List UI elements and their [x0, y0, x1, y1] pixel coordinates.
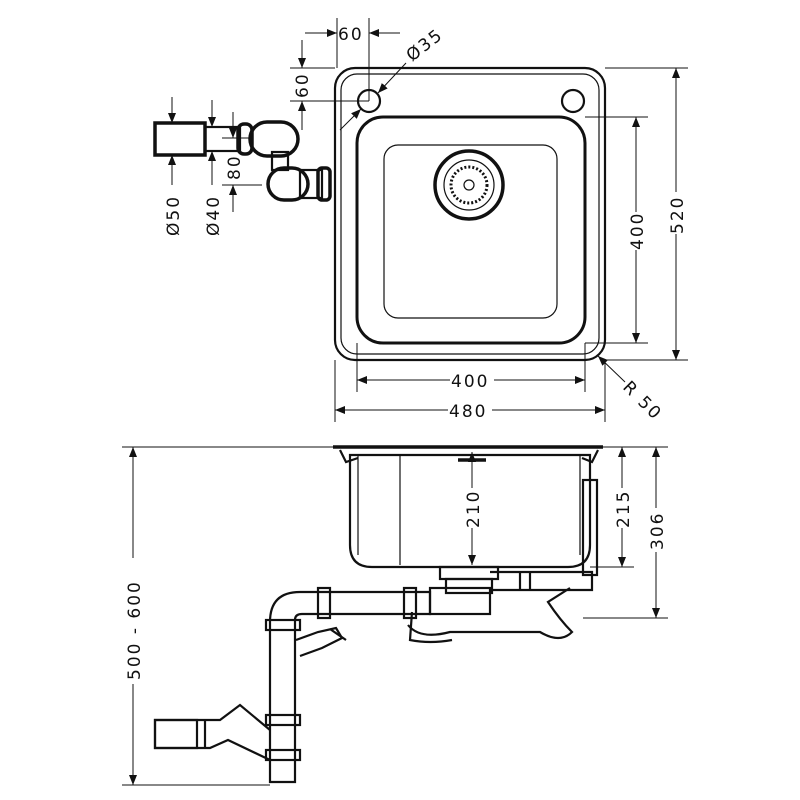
drain-strainer-icon	[433, 149, 505, 221]
dim-bowl-depth: 400	[628, 212, 648, 250]
dim-rim-to-drain: 215	[614, 490, 634, 528]
dim-overall-depth: 520	[668, 196, 688, 234]
dim-tap-hole-diameter: Ø35	[403, 25, 448, 66]
dim-overall-height: 306	[648, 512, 668, 550]
dim-bowl-height: 210	[464, 490, 484, 528]
dim-corner-radius: R 50	[618, 377, 665, 424]
sink-outer-rim	[333, 66, 607, 362]
top-view-dimensions: 60 Ø35 60 400 520 400 480 R 50	[164, 18, 688, 425]
dim-overall-width: 480	[449, 402, 487, 422]
bowl-outline	[355, 115, 587, 345]
tap-hole-right	[560, 88, 586, 114]
bowl-floor	[383, 144, 558, 319]
dim-bowl-width: 400	[451, 372, 489, 392]
waste-trap-top-view	[153, 120, 332, 202]
sink-side-view	[333, 445, 603, 595]
dim-waste-inner-diameter: Ø40	[204, 195, 224, 236]
rim-inner-edge	[340, 73, 600, 355]
dim-tap-offset-x: 60	[338, 25, 364, 45]
side-view-dimensions: 210 215 306 500 - 600	[122, 446, 668, 786]
dim-waste-outer-diameter: Ø50	[164, 195, 184, 236]
dim-tap-offset-y: 60	[293, 72, 313, 98]
dim-trap-offset: 80	[225, 154, 245, 180]
sink-top-view	[333, 66, 607, 362]
waste-trap-side-view	[153, 570, 594, 784]
dim-install-height: 500 - 600	[125, 580, 145, 680]
